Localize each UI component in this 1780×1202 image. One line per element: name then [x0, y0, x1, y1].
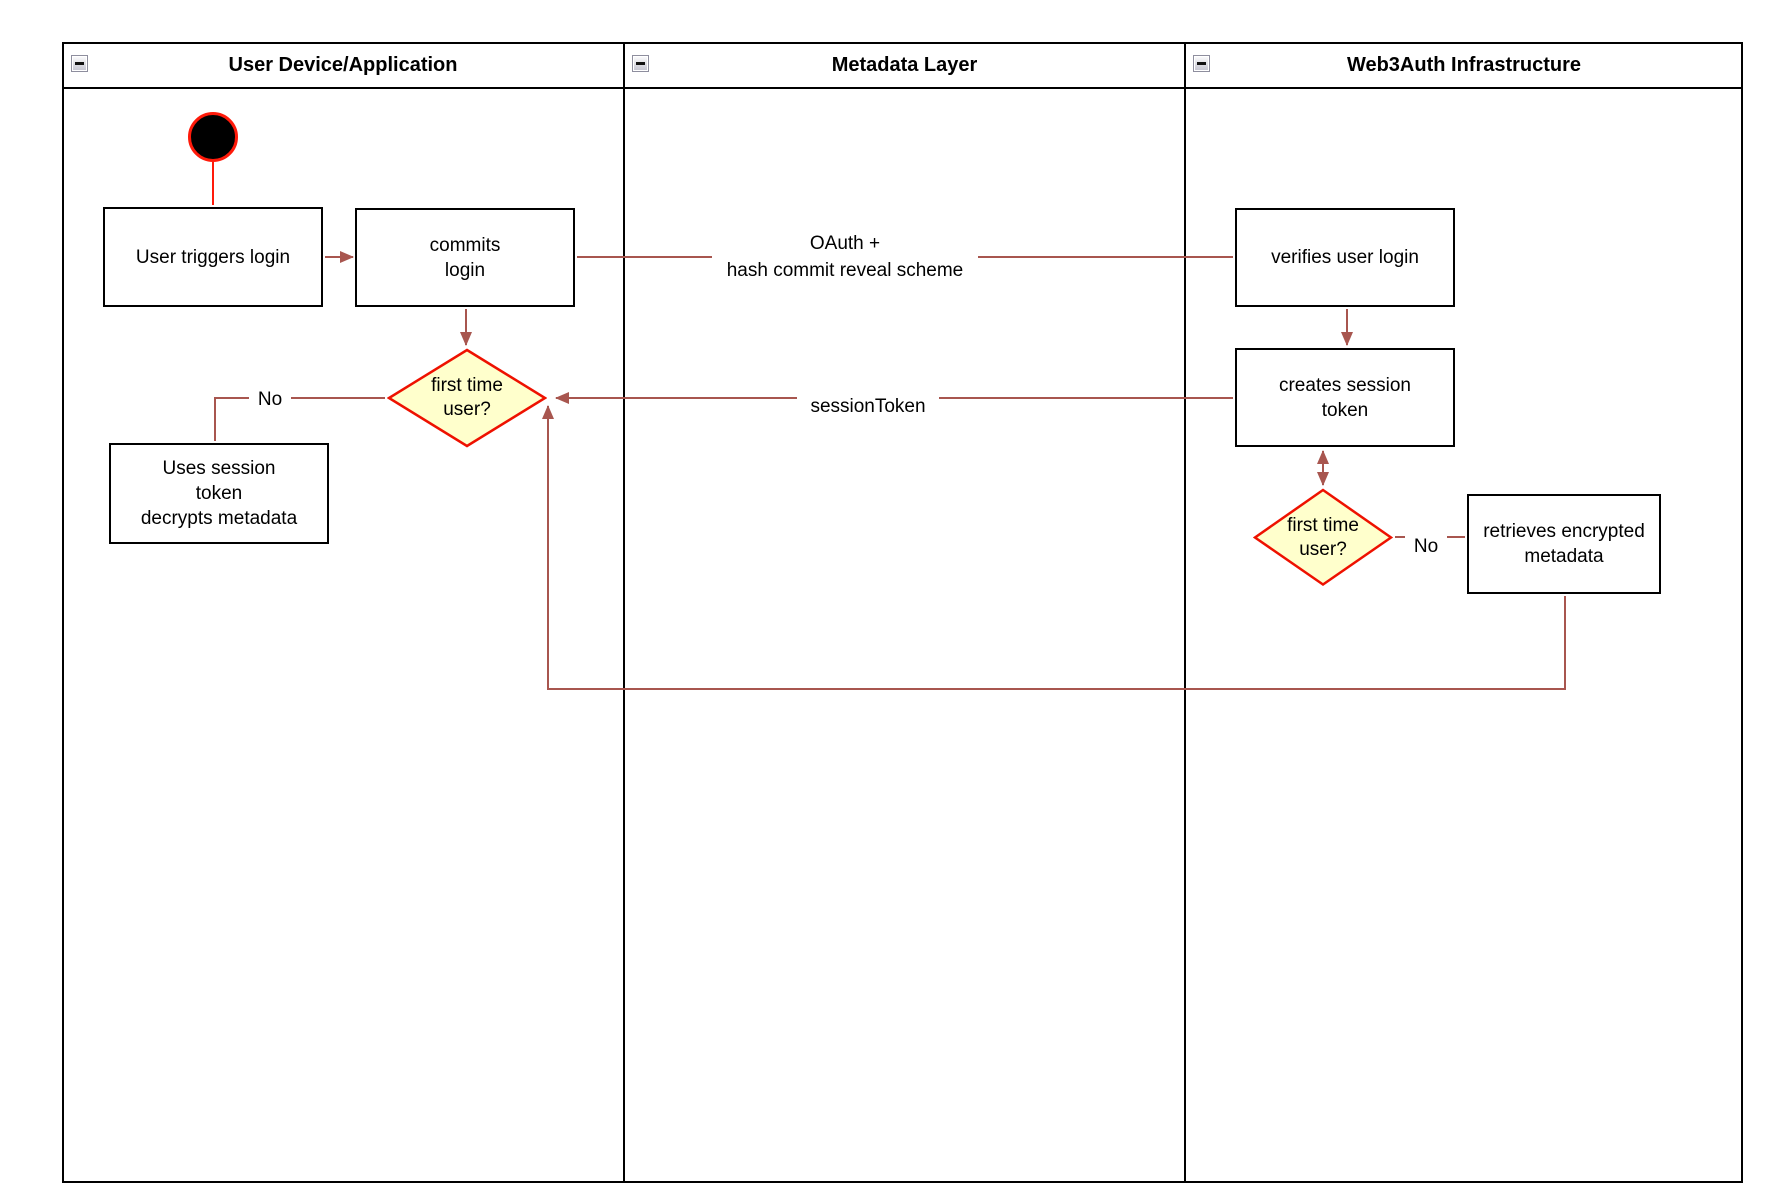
node-label: commits login — [429, 234, 501, 281]
collapse-lane-icon[interactable] — [1193, 55, 1210, 72]
decision-first-time-user-right[interactable]: first time user? — [1253, 488, 1393, 587]
collapse-lane-icon[interactable] — [632, 55, 649, 72]
collapse-lane-icon[interactable] — [71, 55, 88, 72]
node-verifies-user-login[interactable]: verifies user login — [1235, 208, 1455, 307]
decision-label: first time user? — [1287, 514, 1359, 560]
node-label: verifies user login — [1271, 247, 1419, 268]
lane-divider-1 — [623, 42, 625, 1183]
edge-label-no-left: No — [249, 388, 291, 411]
node-label: Uses session token decrypts metadata — [140, 458, 298, 529]
node-user-triggers-login[interactable]: User triggers login — [103, 207, 323, 307]
lane-header-divider — [62, 87, 1743, 89]
node-retrieves-encrypted-metadata[interactable]: retrieves encrypted metadata — [1467, 494, 1661, 594]
minus-icon — [636, 62, 645, 65]
node-commits-login[interactable]: commits login — [355, 208, 575, 307]
edge-label-oauth: OAuth + hash commit reveal scheme — [712, 230, 978, 284]
initial-state-node[interactable] — [188, 112, 238, 162]
lane-divider-2 — [1184, 42, 1186, 1183]
node-uses-session-token[interactable]: Uses session token decrypts metadata — [109, 443, 329, 544]
decision-label: first time user? — [431, 375, 503, 420]
minus-icon — [1197, 62, 1206, 65]
lane-title-web3auth: Web3Auth Infrastructure — [1346, 54, 1582, 76]
node-label: User triggers login — [135, 246, 291, 268]
diamond-shape — [387, 348, 547, 448]
node-label: creates session token — [1278, 374, 1411, 421]
lane-title-user-device: User Device/Application — [228, 54, 458, 76]
edge-label-session-token: sessionToken — [797, 394, 939, 420]
lane-title-metadata-layer: Metadata Layer — [831, 54, 978, 76]
minus-icon — [75, 62, 84, 65]
edge-label-no-right: No — [1405, 535, 1447, 558]
decision-first-time-user-left[interactable]: first time user? — [387, 348, 547, 448]
node-creates-session-token[interactable]: creates session token — [1235, 348, 1455, 447]
node-label: retrieves encrypted metadata — [1483, 521, 1645, 567]
